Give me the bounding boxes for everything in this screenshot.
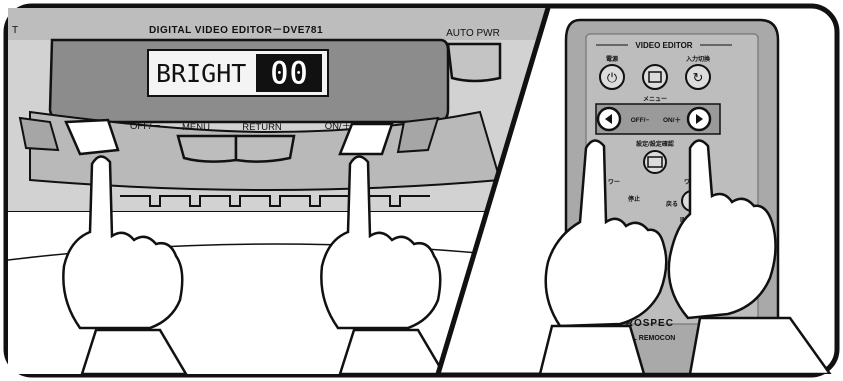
side-button-left[interactable] <box>18 116 60 152</box>
remote-off-minus-label: OFF/− <box>631 117 650 124</box>
svg-text:⏻: ⏻ <box>607 70 617 85</box>
lcd-setting-text: BRIGHT <box>156 59 246 88</box>
menu-button[interactable] <box>176 134 238 163</box>
device-top-plate <box>8 8 548 40</box>
off-minus-button[interactable] <box>64 118 120 156</box>
right-panel: VIDEO EDITOR 電源 ⏻ メニュー 入力切換 ↻ OFF/− ON/＋… <box>538 18 833 374</box>
return-label: RETURN <box>242 122 282 133</box>
left-hand <box>62 155 189 374</box>
remote-header: VIDEO EDITOR <box>635 41 692 50</box>
model-label: DIGITAL VIDEO EDITOR－DVE781 <box>149 25 323 36</box>
on-plus-button[interactable] <box>338 122 394 156</box>
remote-left-hand <box>538 139 668 374</box>
menu-label: MENU <box>182 122 210 133</box>
side-button-right[interactable] <box>396 116 440 154</box>
remote-arrow-bar <box>595 103 721 135</box>
remote-power-partial-label: ワー <box>608 179 620 186</box>
remote-menu-label: メニュー <box>643 96 667 103</box>
auto-power-label: AUTO PWR <box>446 28 500 39</box>
remote-wipe-setting-label: 設定/設定確認 <box>636 140 674 148</box>
remote-brand-sub: L REMOCON <box>633 335 676 342</box>
remote-stop-partial-label: 停止 <box>628 195 640 203</box>
left-edge-label: T <box>12 25 18 36</box>
auto-power-button[interactable] <box>446 42 502 83</box>
remote-power-button[interactable] <box>599 64 625 90</box>
svg-text:↻: ↻ <box>693 70 704 85</box>
remote-on-plus-label: ON/＋ <box>663 116 681 124</box>
right-hand <box>320 155 447 374</box>
lcd-value-text: 00 <box>270 54 309 92</box>
remote-brand: PROSPEC <box>618 318 674 329</box>
remote-input-button[interactable] <box>685 64 711 90</box>
remote-right-hand <box>667 139 833 374</box>
off-minus-label: OFF/－ <box>130 121 161 132</box>
remote-power-label: 電源 <box>606 55 618 63</box>
left-panel: BRIGHT 00 DIGITAL VIDEO EDITOR－DVE781 T … <box>8 7 551 375</box>
remote-back-label: 戻る <box>665 200 678 208</box>
return-button[interactable] <box>234 134 296 163</box>
lcd-value-box <box>256 54 322 92</box>
remote-input-label: 入力切換 <box>685 55 711 63</box>
remote-menu-button[interactable] <box>642 64 668 90</box>
on-plus-label: ON/＋ <box>325 121 351 132</box>
panel-divider <box>435 7 551 375</box>
